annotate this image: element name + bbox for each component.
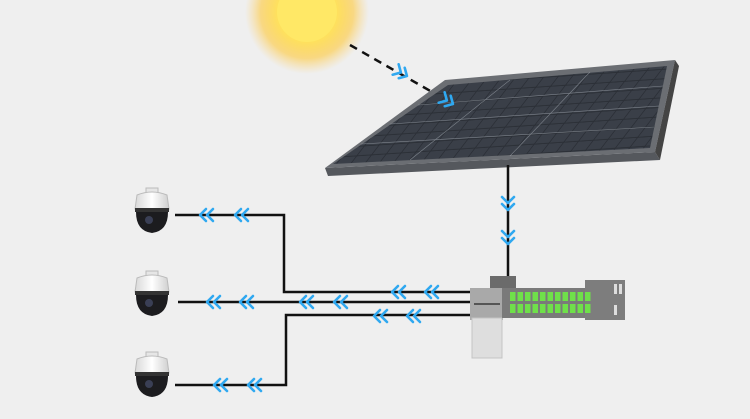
chevron-left-icon: [246, 377, 263, 393]
battery-cell: [577, 292, 583, 301]
battery-icon: [502, 280, 625, 320]
solar-panel-icon: [325, 60, 679, 176]
battery-cell: [547, 304, 553, 313]
chevron-left-icon: [238, 294, 255, 310]
battery-cell: [510, 304, 516, 313]
battery-cell: [555, 304, 561, 313]
battery-cell: [517, 292, 523, 301]
chevron-right-icon: [391, 63, 409, 80]
battery-cell: [570, 292, 576, 301]
battery-cell: [570, 304, 576, 313]
chevron-down-icon: [500, 229, 516, 246]
battery-cell: [517, 304, 523, 313]
ptz-camera-icon: [134, 270, 170, 316]
chevron-right-icon: [437, 91, 455, 108]
battery-cell: [585, 304, 591, 313]
camera-3-wire: [175, 313, 472, 387]
chevron-left-icon: [423, 284, 440, 300]
chevron-left-icon: [332, 294, 349, 310]
ptz-camera-icon: [134, 351, 170, 397]
chevron-left-icon: [212, 377, 229, 393]
chevron-left-icon: [298, 294, 315, 310]
battery-cell: [577, 304, 583, 313]
chevron-left-icon: [233, 207, 250, 223]
camera-1-wire: [175, 213, 472, 294]
battery-cell: [510, 292, 516, 301]
battery-cell: [585, 292, 591, 301]
battery-cell: [562, 304, 568, 313]
chevron-left-icon: [372, 308, 389, 324]
battery-cell: [562, 292, 568, 301]
battery-cell: [532, 304, 538, 313]
battery-cell: [540, 304, 546, 313]
sun-icon: [245, 0, 369, 74]
chevron-left-icon: [198, 207, 215, 223]
battery-cell: [555, 292, 561, 301]
charge-controller-icon: [470, 276, 516, 359]
chevron-left-icon: [390, 284, 407, 300]
battery-cell: [525, 304, 531, 313]
chevron-down-icon: [500, 195, 516, 212]
chevron-left-icon: [205, 294, 222, 310]
chevron-left-icon: [405, 308, 422, 324]
battery-cell: [547, 292, 553, 301]
battery-cell: [532, 292, 538, 301]
wiring: [175, 165, 510, 387]
ptz-camera-icon: [134, 187, 170, 233]
battery-cell: [525, 292, 531, 301]
battery-cell: [540, 292, 546, 301]
